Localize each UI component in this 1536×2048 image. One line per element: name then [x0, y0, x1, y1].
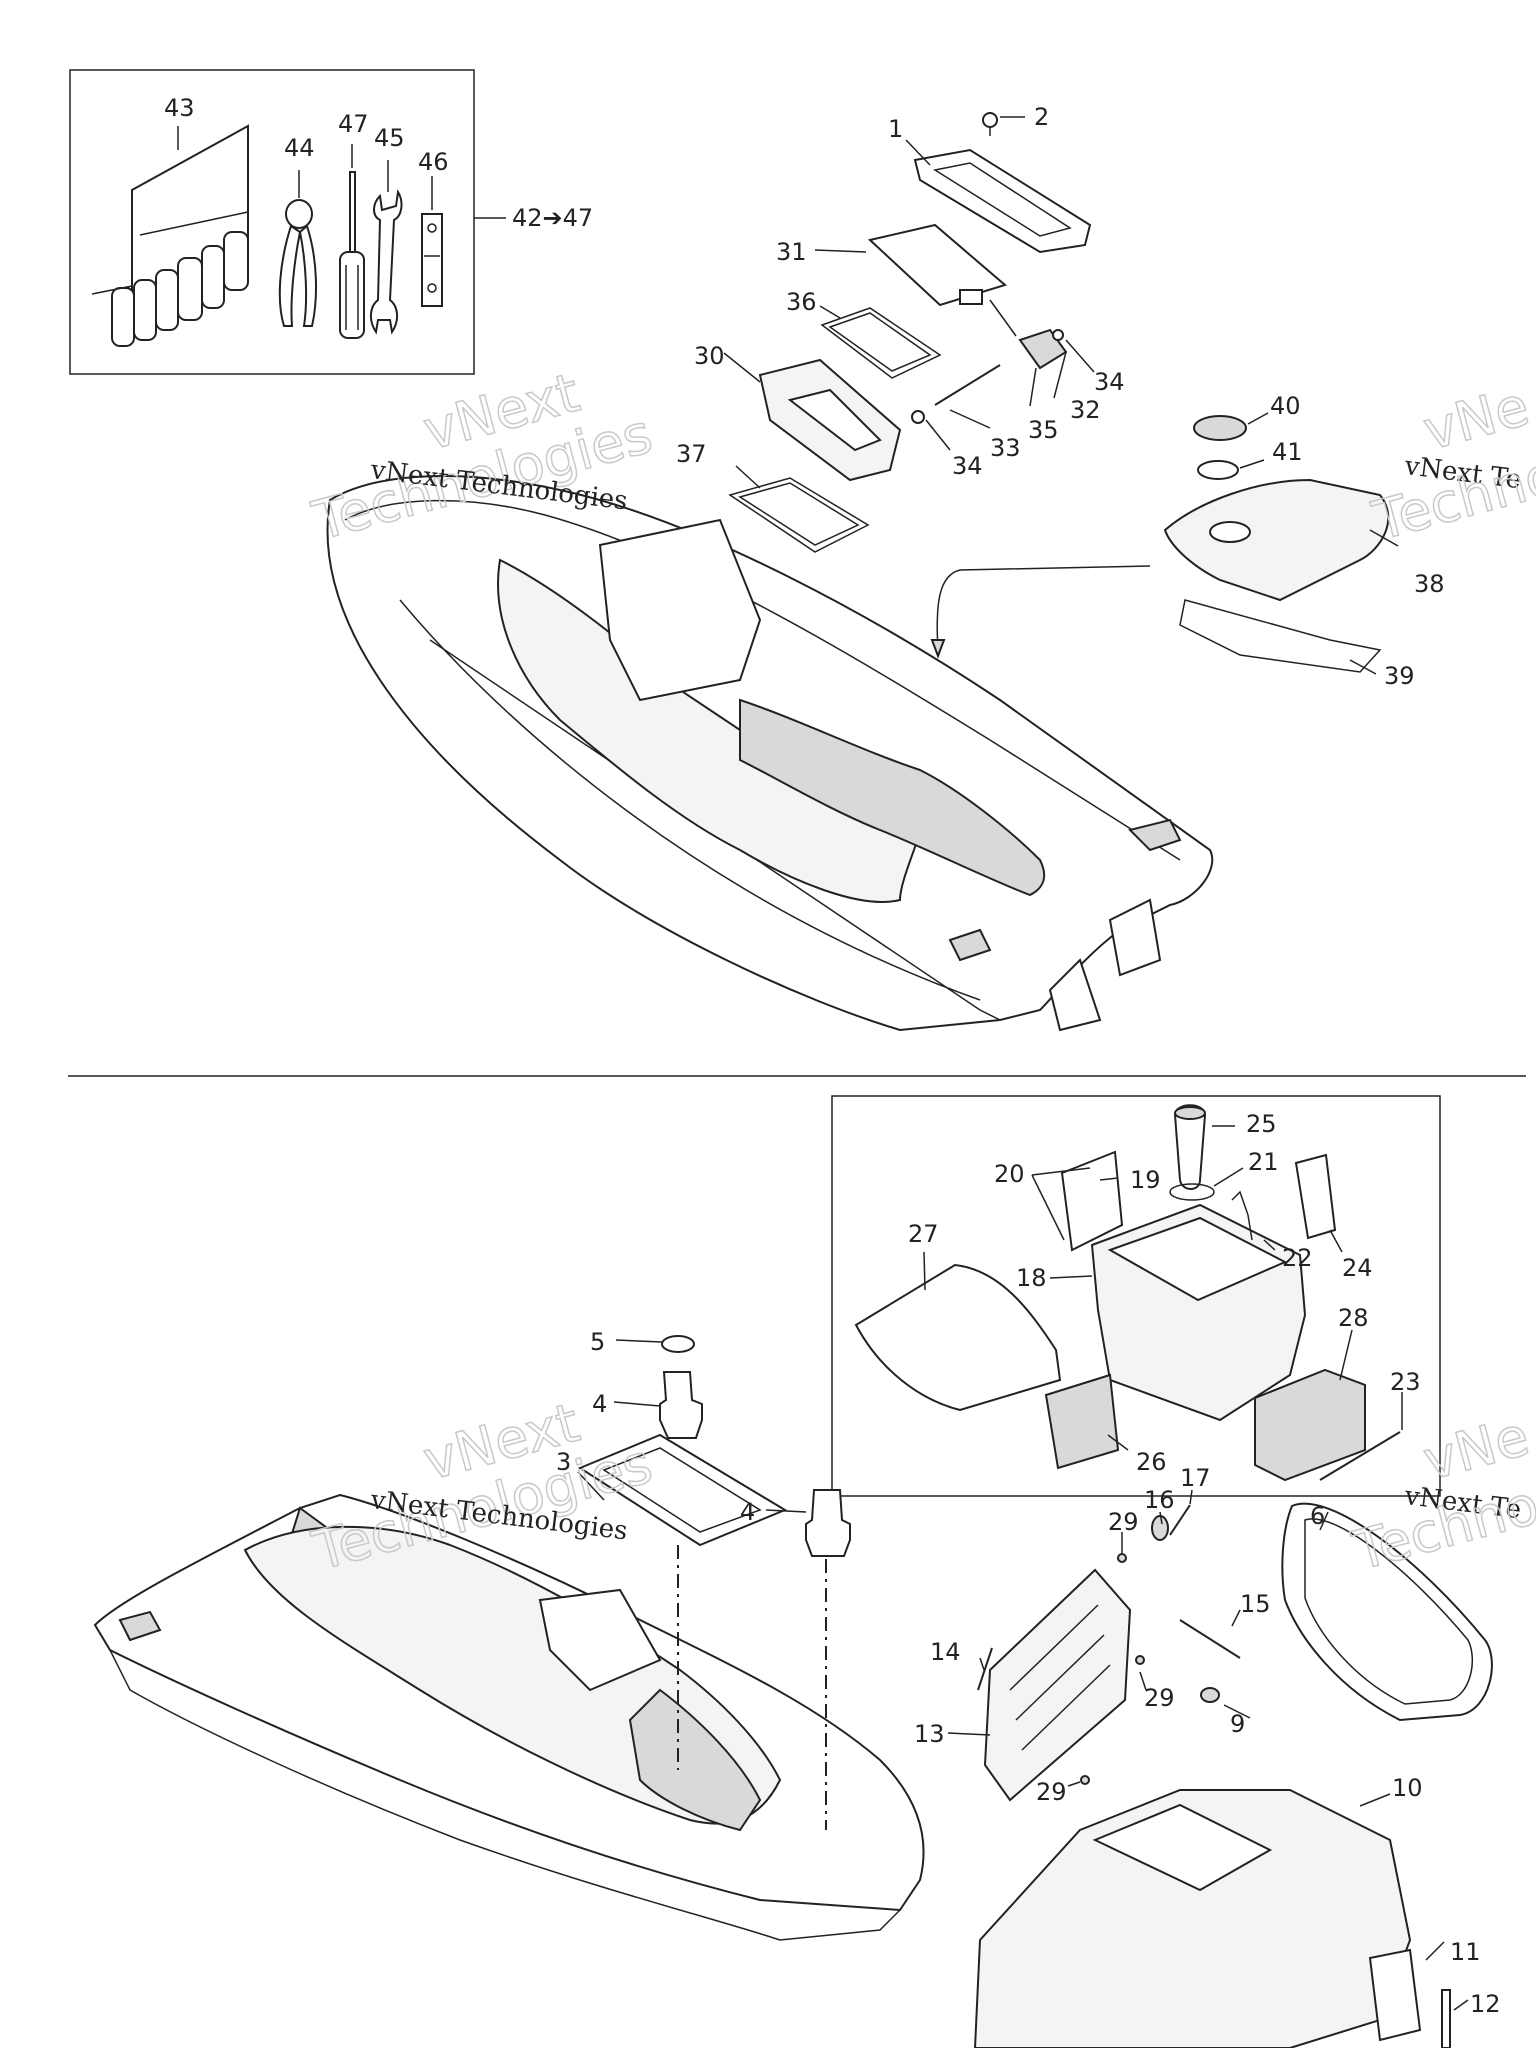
spark-plug-wrench-46 [421, 213, 443, 307]
wrench-45 [370, 189, 403, 335]
screwdriver-47 [339, 171, 365, 339]
callout-14: 14 [930, 1638, 961, 1666]
callout-9: 9 [1230, 1710, 1245, 1738]
callout-21: 21 [1248, 1148, 1279, 1176]
callout-29-a: 29 [1108, 1508, 1139, 1536]
callout-13: 13 [914, 1720, 945, 1748]
callout-11: 11 [1450, 1938, 1481, 1966]
callout-28: 28 [1338, 1304, 1369, 1332]
part-14-pin [977, 1647, 993, 1691]
callout-23: 23 [1390, 1368, 1421, 1396]
part-37-seal [728, 477, 870, 553]
toolkit-range-label: 42➔47 [512, 204, 593, 232]
storage-bin-inset-frame [831, 1095, 1441, 1497]
part-16 [1151, 1515, 1169, 1541]
callout-33: 33 [990, 434, 1021, 462]
callout-36: 36 [786, 288, 817, 316]
storage-bin-inset: 20 19 25 21 22 24 27 18 28 23 26 [831, 1095, 1441, 1497]
callout-5: 5 [590, 1328, 605, 1356]
callout-17: 17 [1180, 1464, 1211, 1492]
part-28-pad [1254, 1368, 1366, 1482]
part-39-gasket [1179, 599, 1382, 673]
part-23-rod [1319, 1431, 1401, 1481]
callout-29-b: 29 [1144, 1684, 1175, 1712]
watermark-outline-top-right: vNe [1417, 374, 1535, 462]
callout-34-a: 34 [1094, 368, 1125, 396]
callout-2: 2 [1034, 103, 1049, 131]
callout-25: 25 [1246, 1110, 1277, 1138]
part-31-cover [867, 223, 1008, 307]
callout-44: 44 [284, 134, 315, 162]
part-4-fitting-upper [659, 1371, 703, 1439]
callout-27: 27 [908, 1220, 939, 1248]
callout-24: 24 [1342, 1254, 1373, 1282]
callout-20: 20 [994, 1160, 1025, 1188]
callout-19: 19 [1130, 1166, 1161, 1194]
part-12-pin [1441, 1989, 1451, 2048]
part-40-cap [1193, 415, 1247, 441]
callout-35: 35 [1028, 416, 1059, 444]
callout-32: 32 [1070, 396, 1101, 424]
toolkit-inset-frame [69, 69, 475, 375]
part-22 [1231, 1190, 1253, 1241]
part-38-storage [1163, 478, 1390, 602]
callout-47: 47 [338, 110, 369, 138]
part-6-ring [1281, 1502, 1493, 1722]
part-24-clip [1294, 1153, 1337, 1240]
callout-16: 16 [1144, 1486, 1175, 1514]
callout-18: 18 [1016, 1264, 1047, 1292]
callout-26: 26 [1136, 1448, 1167, 1476]
callout-40: 40 [1270, 392, 1301, 420]
part-15-rod [1179, 1619, 1241, 1659]
callout-30: 30 [694, 342, 725, 370]
part-2-screw [982, 112, 998, 128]
part-3-plate [577, 1433, 788, 1547]
hull-bottom-view [93, 1493, 925, 1941]
callout-34-b: 34 [952, 452, 983, 480]
callout-38: 38 [1414, 570, 1445, 598]
part-9-knob [1200, 1687, 1220, 1703]
callout-4-a: 4 [592, 1390, 607, 1418]
callout-15: 15 [1240, 1590, 1271, 1618]
storage-cover-parts: 1 2 31 36 30 37 34 32 35 33 34 40 41 38 … [676, 103, 1445, 690]
part-36-gasket [820, 307, 942, 379]
callout-3: 3 [556, 1448, 571, 1476]
tool-pouch-43 [91, 124, 249, 347]
callout-31: 31 [776, 238, 807, 266]
callout-1: 1 [888, 115, 903, 143]
part-13-grate [983, 1568, 1132, 1802]
part-11-handle [1368, 1948, 1422, 2042]
part-27-lid [854, 1263, 1062, 1412]
part-1-frame [913, 148, 1092, 254]
part-4-fitting-lower [805, 1489, 851, 1557]
callout-37: 37 [676, 440, 707, 468]
part-17 [1169, 1504, 1191, 1536]
intake-and-storage-parts: 5 4 3 4 6 9 10 11 12 13 14 15 16 17 29 2… [556, 1328, 1501, 2048]
callout-41: 41 [1272, 438, 1303, 466]
callout-43: 43 [164, 94, 195, 122]
pliers-44 [278, 199, 317, 327]
callout-10: 10 [1392, 1774, 1423, 1802]
part-19-plate [1060, 1150, 1124, 1252]
part-25-cup [1173, 1104, 1207, 1190]
callout-22: 22 [1282, 1244, 1313, 1272]
callout-39: 39 [1384, 662, 1415, 690]
callout-4-b: 4 [740, 1498, 755, 1526]
toolkit-inset: 43 44 47 45 46 42➔47 [69, 69, 593, 375]
callout-46: 46 [418, 148, 449, 176]
callout-6: 6 [1310, 1502, 1325, 1530]
part-41-disc [1197, 460, 1239, 480]
callout-12: 12 [1470, 1990, 1501, 2018]
hull-top-view [326, 475, 1214, 1032]
callout-45: 45 [374, 124, 405, 152]
part-21-ring [1169, 1183, 1215, 1201]
part-5-cap [661, 1335, 695, 1353]
callout-29-c: 29 [1036, 1778, 1067, 1806]
part-26-pad [1044, 1373, 1120, 1470]
